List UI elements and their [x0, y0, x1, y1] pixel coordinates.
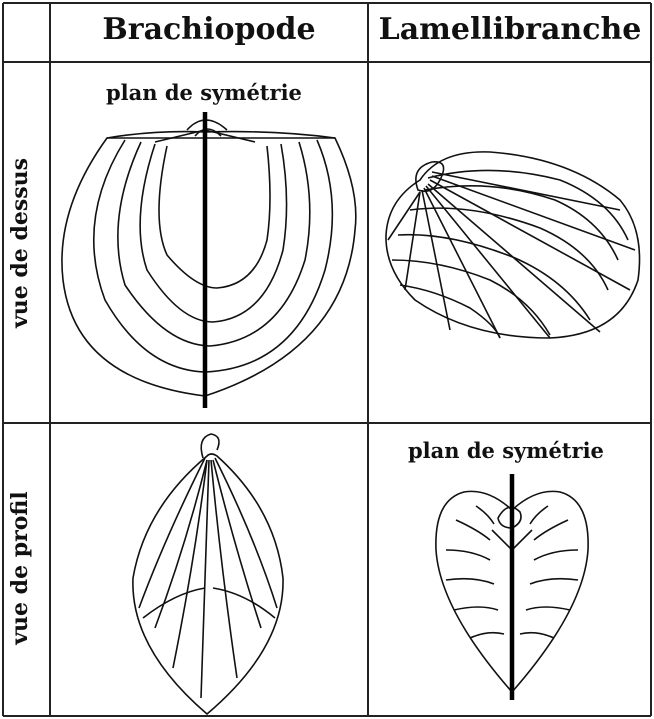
header-brachiopode: Brachiopode	[55, 12, 363, 47]
row-label-vue-de-profil: vue de profil	[7, 473, 37, 663]
hinge-line	[107, 132, 335, 138]
label-plan-symetrie-bottom: plan de symétrie	[408, 438, 604, 463]
brachiopode-profile-view	[125, 428, 295, 718]
lamellibranche-top-view	[380, 140, 648, 350]
lamellibranche-umbones	[498, 507, 521, 528]
brachiopode-top-view	[55, 100, 365, 420]
growth-line-1	[94, 140, 333, 372]
lamellibranche-umbo	[416, 162, 444, 191]
growth-line-4	[159, 146, 270, 288]
lamellibranche-profile-view	[428, 470, 598, 710]
row-label-vue-de-dessus: vue de dessus	[7, 148, 37, 338]
header-lamellibranche: Lamellibranche	[372, 12, 648, 47]
lamellibranche-shell-outline	[386, 152, 640, 338]
